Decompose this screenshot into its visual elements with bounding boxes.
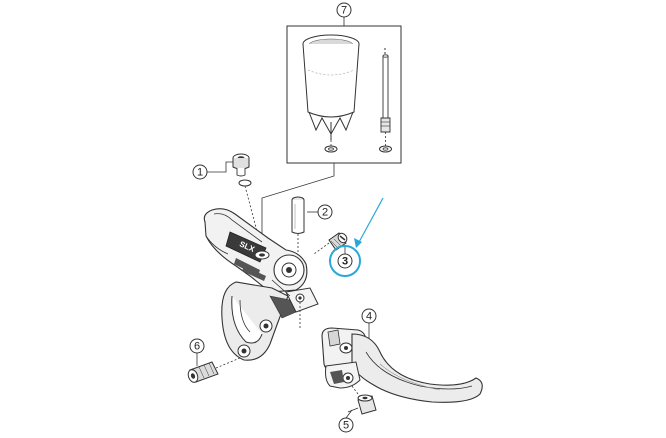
- callout-7-circle: [336, 2, 352, 18]
- callout-6-number: 6: [194, 341, 200, 353]
- callout-2-circle: [317, 204, 333, 220]
- callout-3-highlight-ring: [329, 245, 361, 277]
- lever-blade-group: 4: [321, 308, 483, 403]
- bleed-o-ring: [238, 179, 252, 187]
- reach-screw-group: 3: [313, 197, 384, 277]
- pivot-pin: [291, 196, 305, 234]
- brake-lever-body: SLX: [203, 208, 319, 361]
- callout-1-number: 1: [197, 167, 203, 179]
- callout-7-number: 7: [341, 5, 347, 17]
- bleed-screw: [232, 153, 250, 177]
- bleed-kit-group: 7: [261, 2, 402, 248]
- callout-3-circle: [337, 253, 353, 269]
- clamp-bolt: [187, 361, 219, 383]
- bleed-screw-group: 1: [192, 153, 263, 251]
- lever-pin: [357, 394, 377, 415]
- clamp-bolt-group: 6: [187, 338, 241, 383]
- bleed-funnel: [302, 34, 360, 153]
- pin-group: 2: [291, 196, 333, 262]
- lever-blade: [321, 327, 483, 403]
- callout-3-number: 3: [342, 256, 348, 268]
- reach-adjust-screw: [313, 232, 348, 255]
- bleed-kit-connector: [261, 163, 335, 248]
- callout-1-bracket: [207, 161, 234, 173]
- bleed-plug-rod: [379, 48, 392, 153]
- highlight-arrow-shaft: [357, 197, 384, 245]
- lever-pin-group: 5: [338, 385, 377, 433]
- callout-4-number: 4: [366, 311, 372, 323]
- highlight-arrow-head: [354, 238, 362, 248]
- callout-5-number: 5: [343, 420, 349, 432]
- callout-2-number: 2: [322, 207, 328, 219]
